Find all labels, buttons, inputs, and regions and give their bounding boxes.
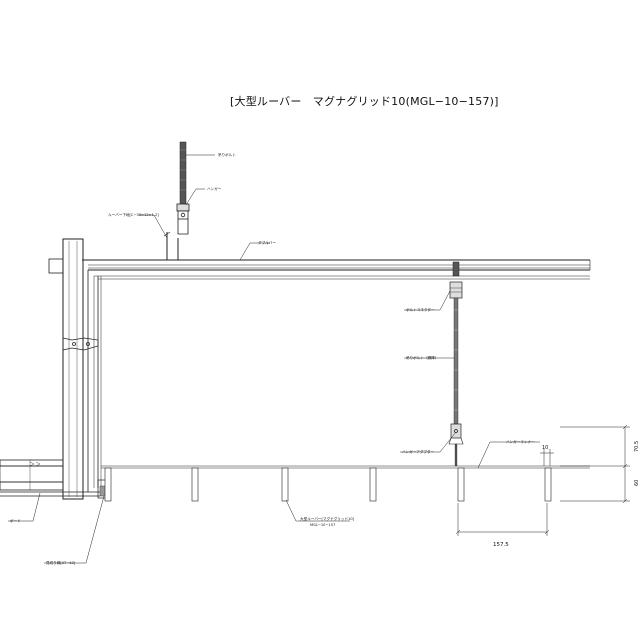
label-louver-model: MGL−10−157 — [310, 523, 335, 527]
label-hanger-bolt-right: 吊りボルト（鋼棒） — [406, 355, 438, 360]
dim-fin-height: 60 — [634, 480, 640, 486]
dim-upper-height: 70.5 — [634, 441, 640, 452]
drawing-title: [大型ルーバー マグナグリッド10(MGL−10−157)] — [230, 95, 499, 108]
right-hanger-bolt — [448, 261, 464, 467]
top-hanger-bolt — [179, 141, 187, 205]
board-ceiling — [0, 459, 100, 497]
side-trim — [87, 270, 590, 492]
label-louver-receiver: ルーバー下地[C−38×12×1.2] — [108, 212, 159, 217]
label-hanger-bolt-top: 吊りボルト — [218, 152, 236, 157]
dimension-lines — [455, 424, 630, 536]
label-hanger-adapter: ハンガーアダプター — [402, 449, 435, 454]
top-hanger — [176, 203, 190, 235]
label-bolt-connector: ボルトコネクター — [406, 307, 435, 312]
label-hanger-runner: ハンガーランナー — [506, 439, 535, 444]
label-edge-trim: 見切り縁[AT−40] — [46, 560, 76, 565]
leader-lines — [8, 154, 540, 564]
louver-fins — [101, 465, 590, 502]
label-channel-bar: ダブルバー — [258, 240, 276, 245]
label-board: ボード — [10, 518, 21, 523]
main-channel-bar — [82, 259, 591, 271]
label-louver-main: 大型ルーバー[マグナグリッド10] — [300, 516, 355, 521]
dim-pitch: 157.5 — [493, 542, 509, 548]
dim-fin-thickness: 10 — [542, 445, 548, 451]
label-hanger-top: ハンガー — [207, 186, 222, 191]
callout-labels: 吊りボルト ハンガー ルーバー下地[C−38×12×1.2] ダブルバー ボルト… — [10, 152, 640, 565]
